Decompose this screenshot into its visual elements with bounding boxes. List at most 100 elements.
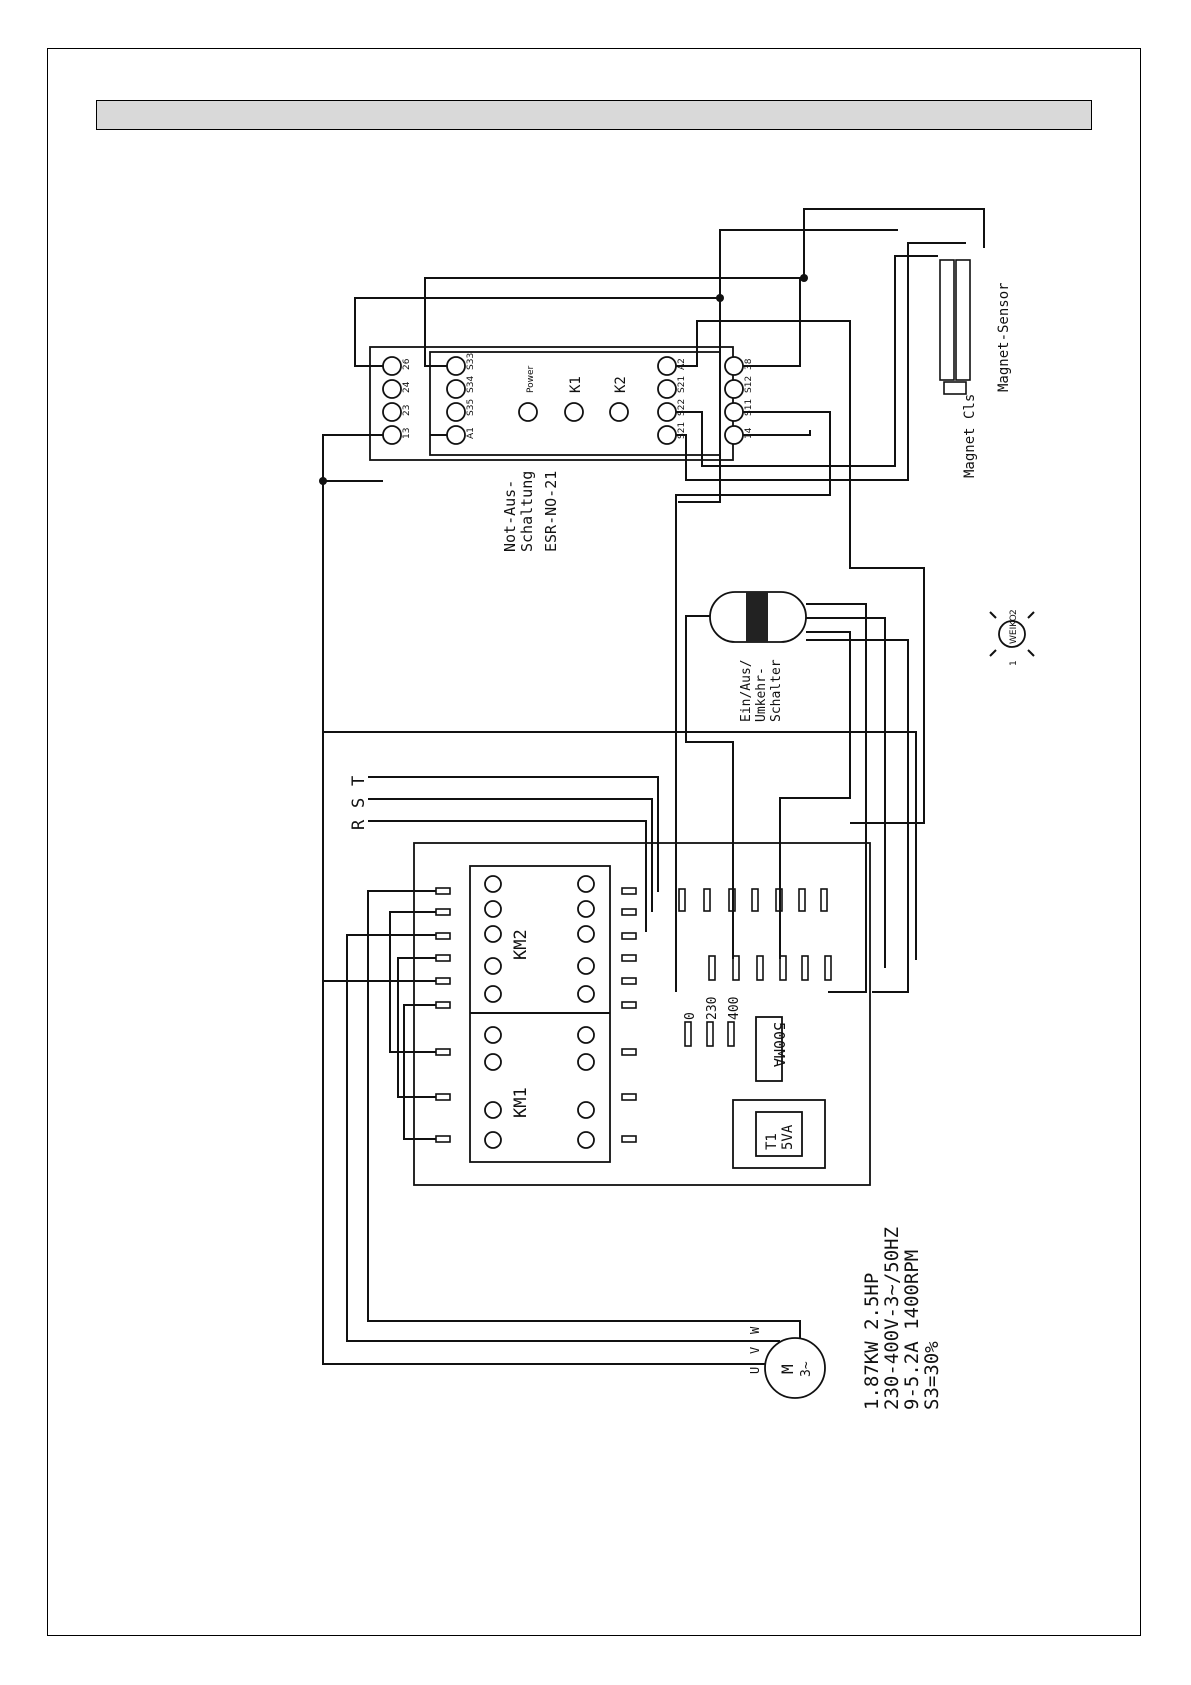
transformer-label-line2: 5VA bbox=[780, 1124, 796, 1150]
relay-terminal-label: 13 bbox=[402, 428, 412, 439]
relay-lower-terminals: S21 S22 S21 A2 bbox=[658, 357, 687, 444]
reverse-switch-knob bbox=[746, 592, 768, 642]
km1-label: KM1 bbox=[511, 1087, 531, 1118]
relay-terminal bbox=[725, 426, 743, 444]
magnet-sensor-assembly: Magnet Cls Magnet-Sensor bbox=[940, 260, 1012, 478]
relay-terminal-label: 23 bbox=[402, 405, 412, 416]
relay-bottom-terminals: 14 S11 S12 38 bbox=[725, 357, 754, 444]
relay-terminal bbox=[658, 380, 676, 398]
magnet-plate bbox=[944, 382, 966, 394]
k1-led bbox=[565, 403, 583, 421]
transformer-label-line1: T1 bbox=[764, 1133, 780, 1150]
contactor-terminal bbox=[485, 986, 501, 1002]
k1-led-label: K1 bbox=[568, 376, 584, 393]
contactor-terminal bbox=[578, 926, 594, 942]
relay-terminal-label: S22 bbox=[677, 399, 687, 416]
power-led bbox=[519, 403, 537, 421]
transformer-taps: 0 230 400 bbox=[683, 997, 742, 1046]
relay-terminal bbox=[383, 426, 401, 444]
terminal-strip-right bbox=[622, 888, 636, 1142]
relay-terminal bbox=[725, 357, 743, 375]
relay-terminal-label: S34 bbox=[466, 376, 476, 393]
sensor-bar bbox=[956, 260, 970, 380]
relay-terminal bbox=[383, 380, 401, 398]
motor-spec-line4: S3=30% bbox=[921, 1341, 943, 1410]
relay-terminal bbox=[447, 357, 465, 375]
relay-caption-line1: Not-Aus- bbox=[501, 480, 519, 552]
relay-top-terminals: 13 23 24 26 bbox=[383, 357, 412, 444]
motor: M 3~ U V W 1.87KW 2.5HP 230-400V-3~/50HZ… bbox=[748, 1227, 943, 1410]
contactor-terminal bbox=[485, 958, 501, 974]
km2-label: KM2 bbox=[511, 929, 531, 960]
relay-terminal bbox=[447, 426, 465, 444]
connector-block-lower bbox=[709, 956, 831, 980]
contactor-terminal bbox=[485, 1102, 501, 1118]
safety-relay: 13 23 24 26 A1 S35 S34 S33 Power K1 K2 bbox=[370, 347, 754, 552]
relay-terminal bbox=[658, 426, 676, 444]
fuse-label: 500MA bbox=[770, 1022, 788, 1067]
magnet-sensor-label: Magnet-Sensor bbox=[996, 282, 1012, 392]
magnet-bar bbox=[940, 260, 954, 380]
relay-terminal bbox=[725, 403, 743, 421]
relay-terminal bbox=[658, 357, 676, 375]
contactor-terminal bbox=[578, 901, 594, 917]
motor-spec-line3: 9-5.2A 1400RPM bbox=[901, 1250, 923, 1410]
relay-caption-line2: Schaltung bbox=[518, 471, 536, 552]
wiring bbox=[319, 209, 984, 1364]
relay-terminal-label: S11 bbox=[744, 399, 754, 416]
k2-led-label: K2 bbox=[613, 376, 629, 393]
reverse-switch-label-line2: Umkehr- bbox=[754, 667, 769, 722]
tap-label: 230 bbox=[705, 997, 720, 1020]
contactor-terminal bbox=[578, 958, 594, 974]
lamp-pin-label: 2 bbox=[1009, 609, 1019, 615]
tap-label: 0 bbox=[683, 1012, 698, 1020]
contactor-terminal bbox=[578, 986, 594, 1002]
motor-symbol: M bbox=[778, 1364, 797, 1374]
relay-terminal-label: S35 bbox=[466, 399, 476, 416]
contactor-terminal bbox=[485, 1054, 501, 1070]
terminal-strip-left bbox=[436, 888, 450, 1142]
k2-led bbox=[610, 403, 628, 421]
contactor-terminal bbox=[485, 901, 501, 917]
motor-spec-line2: 230-400V-3~/50HZ bbox=[881, 1227, 903, 1410]
relay-terminal-label: A2 bbox=[677, 358, 687, 370]
magnet-label: Magnet Cls bbox=[962, 394, 978, 478]
relay-terminal-label: 14 bbox=[744, 427, 754, 439]
motor-terminal-w: W bbox=[748, 1326, 762, 1334]
relay-terminal-label: A1 bbox=[466, 427, 476, 439]
phase-t-label: T bbox=[349, 776, 369, 786]
contactor-terminal bbox=[578, 876, 594, 892]
motor-terminal-v: V bbox=[748, 1347, 762, 1354]
motor-terminal-u: U bbox=[748, 1367, 762, 1374]
relay-terminal bbox=[383, 357, 401, 375]
relay-terminal-label: S12 bbox=[744, 376, 754, 393]
relay-terminal bbox=[447, 403, 465, 421]
relay-terminal-label: S33 bbox=[466, 353, 476, 370]
relay-model-label: ESR-NO-21 bbox=[542, 471, 560, 552]
reverse-switch: Ein/Aus/ Umkehr- Schalter bbox=[710, 592, 806, 722]
contactor-terminal bbox=[578, 1102, 594, 1118]
reverse-switch-label-line1: Ein/Aus/ bbox=[739, 659, 754, 722]
contactor-terminal bbox=[485, 1027, 501, 1043]
phase-r-label: R bbox=[349, 819, 369, 830]
power-led-label: Power bbox=[526, 365, 536, 393]
connector-block-upper bbox=[679, 889, 827, 911]
lamp-pin-label: 1 bbox=[1009, 660, 1019, 666]
control-box: KM2 KM1 bbox=[414, 843, 870, 1185]
relay-terminal-label: 26 bbox=[402, 358, 412, 370]
relay-upper-terminals: A1 S35 S34 S33 bbox=[447, 353, 476, 444]
supply-lines: R S T bbox=[349, 776, 658, 932]
relay-terminal bbox=[447, 380, 465, 398]
reverse-switch-label-line3: Schalter bbox=[769, 659, 784, 722]
indicator-lamp: WEIKO 1 2 bbox=[990, 609, 1034, 666]
lamp-label: WEIKO bbox=[1009, 614, 1019, 644]
relay-terminal bbox=[725, 380, 743, 398]
phase-s-label: S bbox=[349, 798, 369, 808]
contactor-terminal bbox=[578, 1132, 594, 1148]
motor-spec-line1: 1.87KW 2.5HP bbox=[861, 1273, 883, 1410]
relay-terminal-label: 24 bbox=[402, 381, 412, 393]
relay-terminal-label: S21 bbox=[677, 376, 687, 393]
contactor-terminal bbox=[578, 1027, 594, 1043]
tap-label: 400 bbox=[727, 997, 742, 1020]
